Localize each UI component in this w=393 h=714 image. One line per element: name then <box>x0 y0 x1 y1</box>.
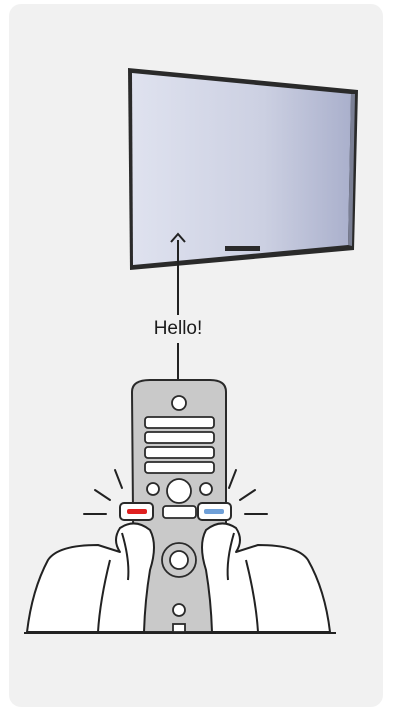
hello-label: Hello! <box>134 315 222 343</box>
tv-icon <box>128 68 358 270</box>
